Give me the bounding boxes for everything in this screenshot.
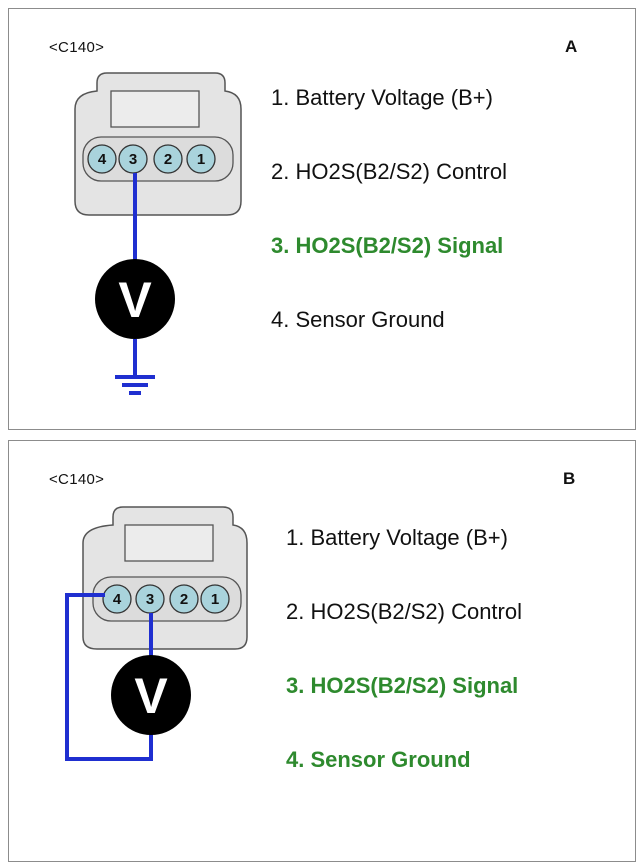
panel-letter: A (565, 37, 578, 56)
svg-text:1: 1 (197, 151, 205, 168)
connector-label: <C140> (49, 471, 105, 488)
svg-text:1: 1 (211, 591, 219, 608)
voltmeter-icon: V (95, 259, 175, 339)
pin-description: 1. Battery Voltage (B+) (286, 525, 508, 550)
pin-description: 4. Sensor Ground (271, 307, 445, 332)
connector-latch (110, 90, 200, 128)
pin-1: 1 (200, 584, 230, 614)
pin-3: 3 (135, 584, 165, 614)
connector-pin-row (92, 576, 242, 622)
svg-text:V: V (134, 668, 168, 724)
svg-text:4: 4 (113, 591, 122, 608)
ground-symbol-icon (115, 375, 155, 395)
svg-text:V: V (118, 272, 152, 328)
svg-text:4: 4 (98, 151, 107, 168)
connector-latch (124, 524, 214, 562)
connector-diagram-a: 4 3 2 1 V (74, 72, 242, 395)
pin-4: 4 (102, 584, 132, 614)
pin-description: 1. Battery Voltage (B+) (271, 85, 493, 110)
diagram-panel-a: <C140> A 4 3 2 1 V 1. Battery Voltage (B… (8, 8, 636, 430)
pin-1: 1 (186, 144, 216, 174)
pin-3: 3 (118, 144, 148, 174)
pin-description-highlighted: 3. HO2S(B2/S2) Signal (271, 233, 504, 258)
pin-description-list: 1. Battery Voltage (B+) 2. HO2S(B2/S2) C… (286, 501, 522, 797)
pin-description-list: 1. Battery Voltage (B+) 2. HO2S(B2/S2) C… (271, 61, 507, 357)
svg-text:3: 3 (129, 151, 137, 168)
pin-2: 2 (153, 144, 183, 174)
connector-label: <C140> (49, 39, 105, 56)
diagram-panel-b: <C140> B 4 3 2 1 V 1. Battery Voltage (B… (8, 440, 636, 862)
pin-4: 4 (87, 144, 117, 174)
panel-letter: B (563, 469, 576, 488)
pin-description-highlighted: 4. Sensor Ground (286, 747, 471, 772)
connector-diagram-b: 4 3 2 1 V (65, 506, 248, 761)
svg-text:2: 2 (164, 151, 172, 168)
voltmeter-icon: V (111, 655, 191, 735)
wire-pin4-to-meter (65, 593, 153, 761)
pin-description-highlighted: 3. HO2S(B2/S2) Signal (286, 673, 519, 698)
pin-2: 2 (169, 584, 199, 614)
svg-text:3: 3 (146, 591, 154, 608)
svg-text:2: 2 (180, 591, 188, 608)
pin-description: 2. HO2S(B2/S2) Control (286, 599, 522, 624)
pin-description: 2. HO2S(B2/S2) Control (271, 159, 507, 184)
